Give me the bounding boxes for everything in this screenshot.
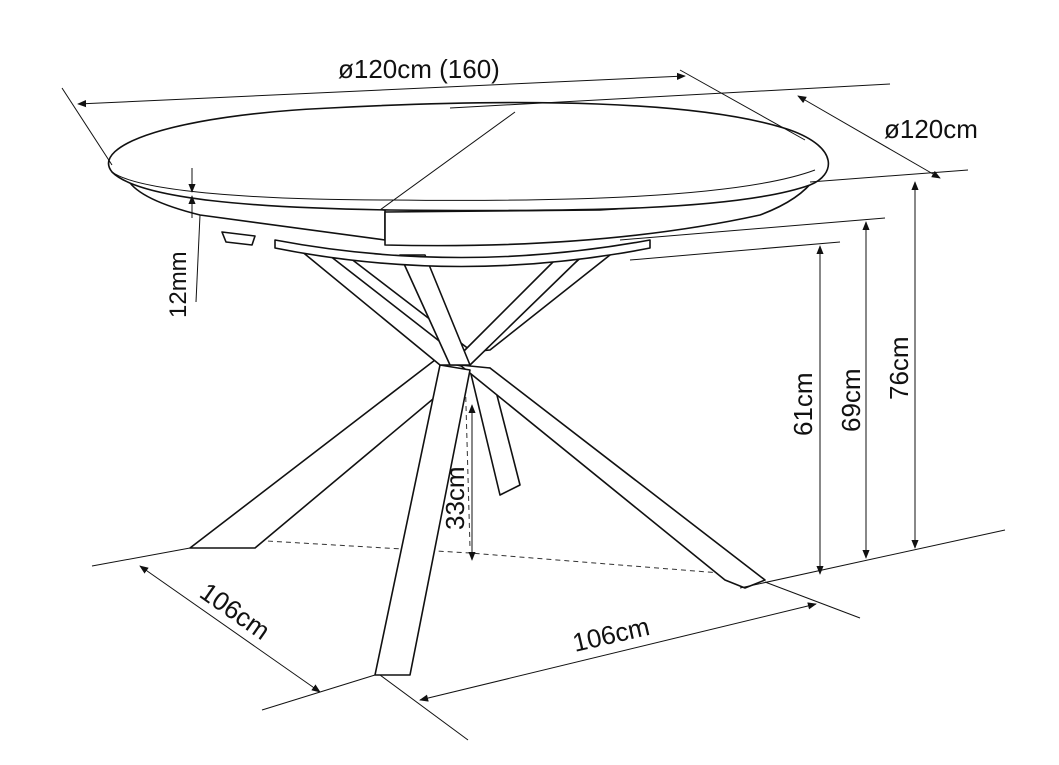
label-frame-height: 69cm (836, 368, 866, 432)
apron-ring (274, 239, 651, 268)
label-leg-height: 33cm (440, 466, 470, 530)
support-block (221, 231, 256, 246)
leg-upper-right (454, 254, 581, 366)
label-top-width: ø120cm (160) (338, 54, 500, 84)
leg-front-center (374, 364, 471, 676)
leg-upper-center (399, 254, 471, 366)
dimension-lines (77, 72, 941, 702)
label-depth: ø120cm (884, 114, 978, 144)
tabletop-split-line (379, 111, 516, 211)
leg-front-right (459, 364, 766, 589)
tabletop-edge (111, 169, 816, 201)
base-footprint (249, 539, 746, 576)
label-top-thickness: 12mm (165, 251, 192, 318)
tabletop (107, 101, 830, 212)
label-under-height: 61cm (788, 372, 818, 436)
label-base-left: 106cm (195, 576, 276, 645)
label-base-right: 106cm (570, 611, 653, 658)
table-drawing (107, 101, 830, 676)
label-total-height: 76cm (884, 336, 914, 400)
